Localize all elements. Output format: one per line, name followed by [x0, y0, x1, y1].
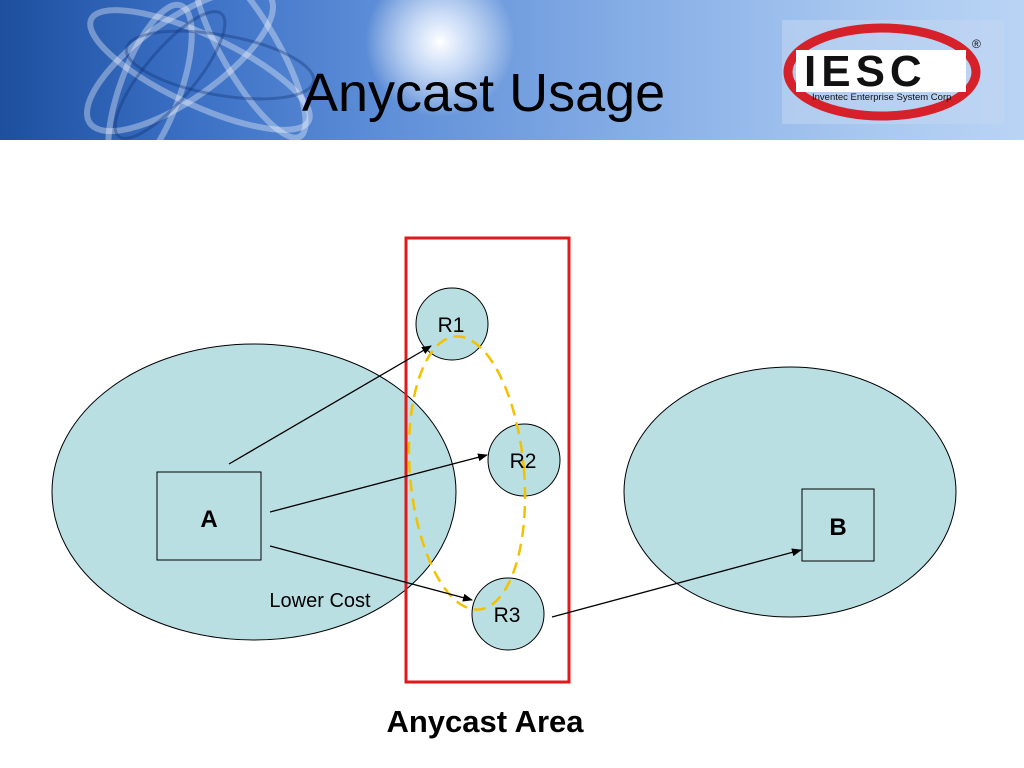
network-b-cloud: [623, 366, 957, 618]
router-r2-label: R2: [510, 450, 537, 473]
router-r1-label: R1: [438, 314, 465, 337]
logo-registered-mark: ®: [972, 37, 981, 51]
host-a-box: [156, 471, 262, 561]
logo-text: IESC: [804, 47, 927, 96]
host-a-label: A: [200, 506, 217, 533]
header-decoration: [84, 0, 515, 140]
iesc-logo: IESC ® Inventec Enterprise System Corp: [782, 20, 1004, 124]
anycast-area-caption: Anycast Area: [386, 704, 584, 739]
anycast-area-border: [404, 236, 571, 684]
logo-subtitle: Inventec Enterprise System Corp: [812, 92, 951, 103]
link-a-r2: [269, 453, 488, 513]
link-r3-b: [551, 548, 802, 618]
router-r3: [471, 577, 545, 651]
link-a-r3: [269, 545, 473, 602]
host-b-label: B: [829, 514, 846, 541]
router-r1: [415, 287, 489, 361]
anycast-group-outline: [407, 335, 527, 611]
link-a-r1: [228, 345, 432, 465]
lower-cost-label: Lower Cost: [269, 590, 371, 612]
slide-title: Anycast Usage: [302, 63, 666, 123]
host-b-box: [801, 488, 875, 562]
router-r3-label: R3: [494, 604, 521, 627]
slide-header: Anycast Usage IESC ® Inventec Enterprise…: [0, 0, 1024, 140]
